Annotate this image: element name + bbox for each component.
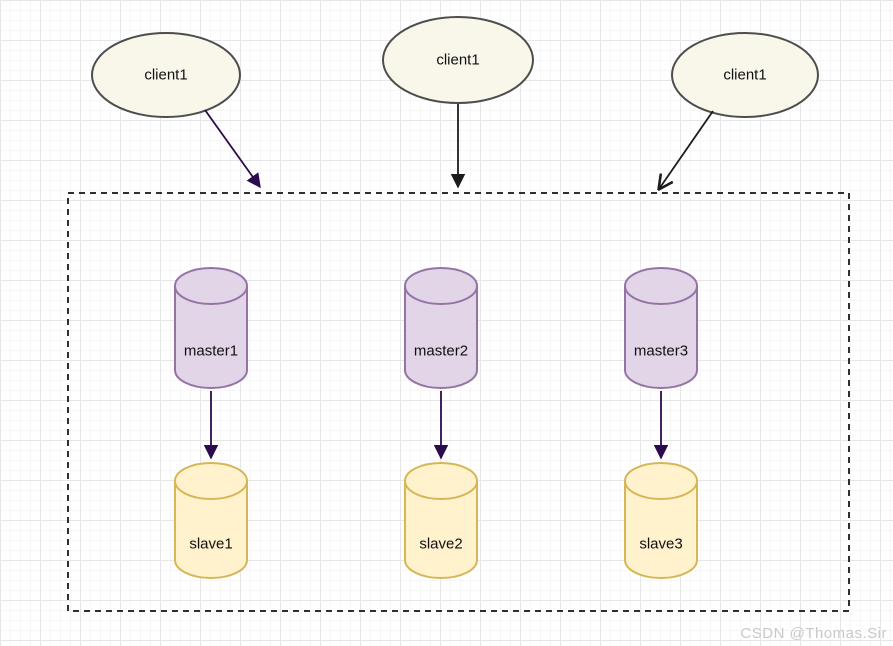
master-cylinder-1[interactable]	[174, 267, 248, 389]
master-cylinder-3[interactable]	[624, 267, 698, 389]
cluster-boundary[interactable]	[67, 192, 850, 612]
watermark: CSDN @Thomas.Sir	[740, 625, 887, 642]
master-cylinder-2[interactable]	[404, 267, 478, 389]
client-node-2[interactable]	[382, 16, 534, 104]
client-node-3[interactable]	[671, 32, 819, 118]
slave-cylinder-1[interactable]	[174, 462, 248, 579]
slave-cylinder-3[interactable]	[624, 462, 698, 579]
master-cylinder-3-body	[624, 267, 698, 389]
master-cylinder-3-rim	[624, 285, 698, 305]
arrow-client3-to-cluster[interactable]	[659, 110, 714, 189]
slave-cylinder-2-rim	[404, 480, 478, 500]
master-cylinder-1-rim	[174, 285, 248, 305]
slave-cylinder-3-body	[624, 462, 698, 579]
master-cylinder-2-body	[404, 267, 478, 389]
slave-cylinder-1-rim	[174, 480, 248, 500]
master-cylinder-1-body	[174, 267, 248, 389]
slave-cylinder-2-body	[404, 462, 478, 579]
arrow-client1-to-cluster[interactable]	[204, 109, 261, 189]
slave-cylinder-1-body	[174, 462, 248, 579]
client-node-1[interactable]	[91, 32, 241, 118]
slave-cylinder-3-rim	[624, 480, 698, 500]
master-cylinder-2-rim	[404, 285, 478, 305]
slave-cylinder-2[interactable]	[404, 462, 478, 579]
